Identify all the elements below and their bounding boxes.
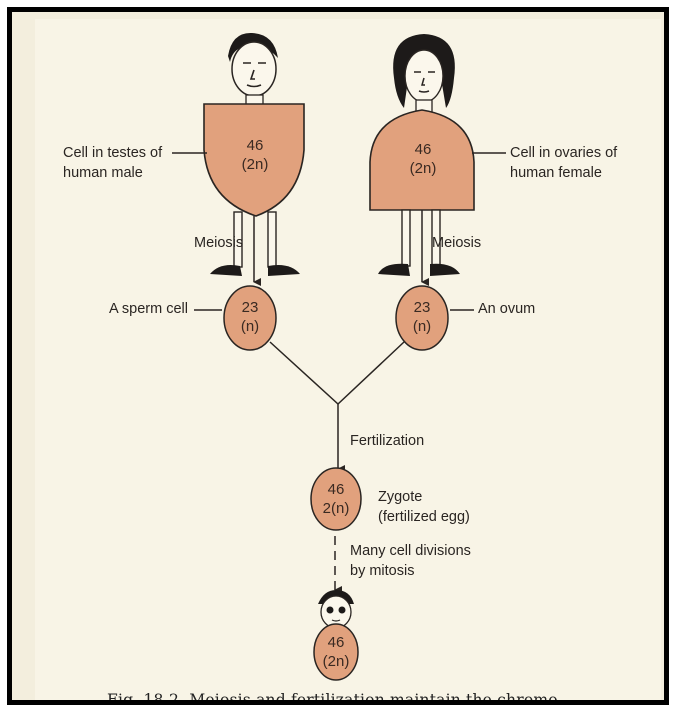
figure-caption: Fig. 18-2. Meiosis and fertilization mai… bbox=[107, 691, 558, 705]
female-cell-label-line2: human female bbox=[510, 164, 602, 182]
sperm-label: A sperm cell bbox=[109, 300, 188, 318]
zygote-ploidy: 2(n) bbox=[313, 499, 359, 518]
male-cell-ploidy: (2n) bbox=[232, 155, 278, 174]
zygote-count: 46 bbox=[313, 480, 359, 499]
mitosis-label-line1: Many cell divisions bbox=[350, 542, 471, 560]
fertilization-label: Fertilization bbox=[350, 432, 424, 450]
sperm-count: 23 bbox=[227, 298, 273, 317]
child-count: 46 bbox=[313, 633, 359, 652]
zygote-label-line1: Zygote bbox=[378, 488, 422, 506]
male-head bbox=[232, 42, 276, 96]
figure-frame: 46 (2n) 46 (2n) Cell in testes of human … bbox=[7, 7, 669, 705]
diagram-canvas bbox=[12, 12, 669, 705]
male-meiosis-label: Meiosis bbox=[194, 234, 243, 252]
child-ploidy: (2n) bbox=[313, 652, 359, 671]
male-cell-label-line2: human male bbox=[63, 164, 143, 182]
female-cell-count: 46 bbox=[400, 140, 446, 159]
female-cell-ploidy: (2n) bbox=[400, 159, 446, 178]
ovum-ploidy: (n) bbox=[399, 317, 445, 336]
ovum-count: 23 bbox=[399, 298, 445, 317]
female-head bbox=[405, 50, 443, 102]
mitosis-label-line2: by mitosis bbox=[350, 562, 414, 580]
sperm-ploidy: (n) bbox=[227, 317, 273, 336]
male-cell-label-line1: Cell in testes of bbox=[63, 144, 162, 162]
ovum-label: An ovum bbox=[478, 300, 535, 318]
zygote-label-line2: (fertilized egg) bbox=[378, 508, 470, 526]
female-cell-label-line1: Cell in ovaries of bbox=[510, 144, 617, 162]
male-cell-count: 46 bbox=[232, 136, 278, 155]
female-meiosis-label: Meiosis bbox=[432, 234, 481, 252]
fertilization-lines bbox=[270, 342, 404, 404]
